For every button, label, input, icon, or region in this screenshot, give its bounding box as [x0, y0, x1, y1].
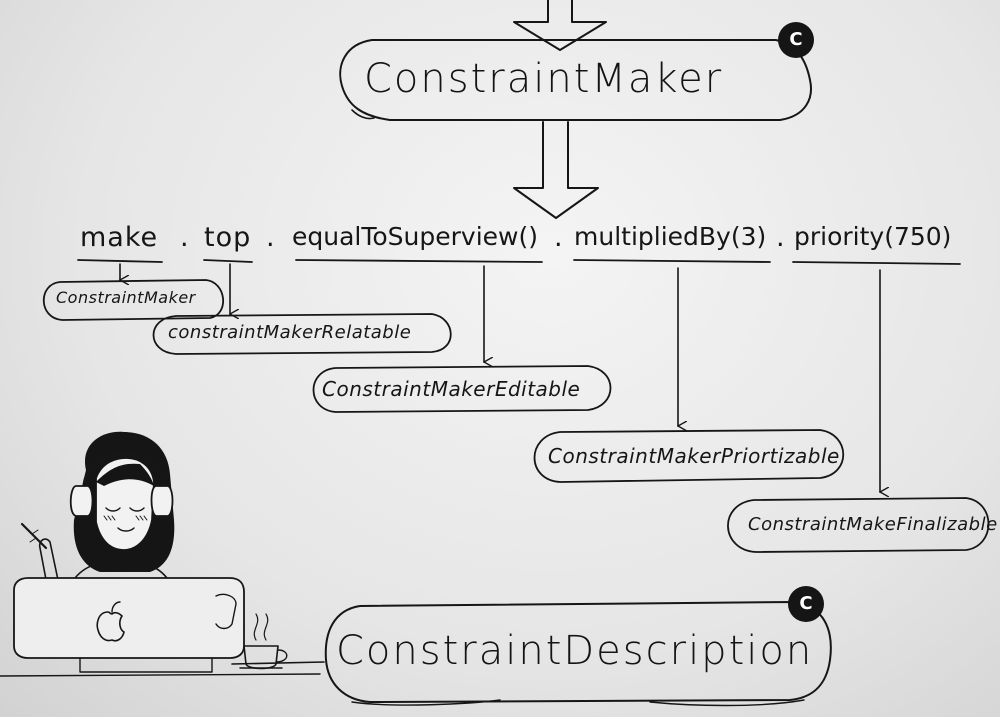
top-class-label: ConstraintMaker: [364, 56, 724, 102]
bottom-class-label: ConstraintDescription: [336, 628, 814, 674]
code-underlines: [77, 259, 961, 265]
type-arrows: [120, 263, 880, 492]
bottom-class-badge-letter: C: [799, 593, 813, 614]
chain-segment-equal-to-superview: equalToSuperview(): [292, 222, 538, 251]
chain-segment-make: make: [80, 222, 159, 253]
maker-to-chain-arrow: [513, 121, 599, 219]
bottom-class-badge: [788, 586, 824, 622]
chain-dot: .: [554, 222, 564, 253]
illustration-laptop: [0, 577, 321, 677]
chain-segment-priority: priority(750): [794, 222, 952, 251]
chain-dot: .: [180, 222, 190, 253]
top-class-badge-letter: C: [789, 29, 803, 50]
type-node-constraint-maker: ConstraintMaker: [56, 288, 196, 307]
type-node-constraint-maker-editable: ConstraintMakerEditable: [322, 377, 581, 401]
type-node-constraint-make-finalizable: ConstraintMakeFinalizable: [748, 514, 998, 535]
apple-logo-icon: [96, 601, 125, 642]
coffee-cup-icon: [239, 613, 288, 670]
chain-segment-top: top: [204, 222, 252, 253]
bottom-class-node: [231, 601, 832, 707]
incoming-arrow: [513, 0, 607, 51]
top-class-node: [339, 39, 812, 121]
illustration-girl: [20, 431, 175, 591]
top-class-badge: [778, 22, 814, 58]
chain-dot: .: [776, 222, 786, 253]
chain-segment-multiplied-by: multipliedBy(3): [574, 222, 767, 251]
type-node-constraint-maker-priortizable: ConstraintMakerPriortizable: [548, 444, 840, 468]
type-node-shapes: [42, 279, 990, 553]
type-node-constraint-maker-relatable: constraintMakerRelatable: [168, 322, 412, 343]
chain-dot: .: [266, 222, 276, 253]
